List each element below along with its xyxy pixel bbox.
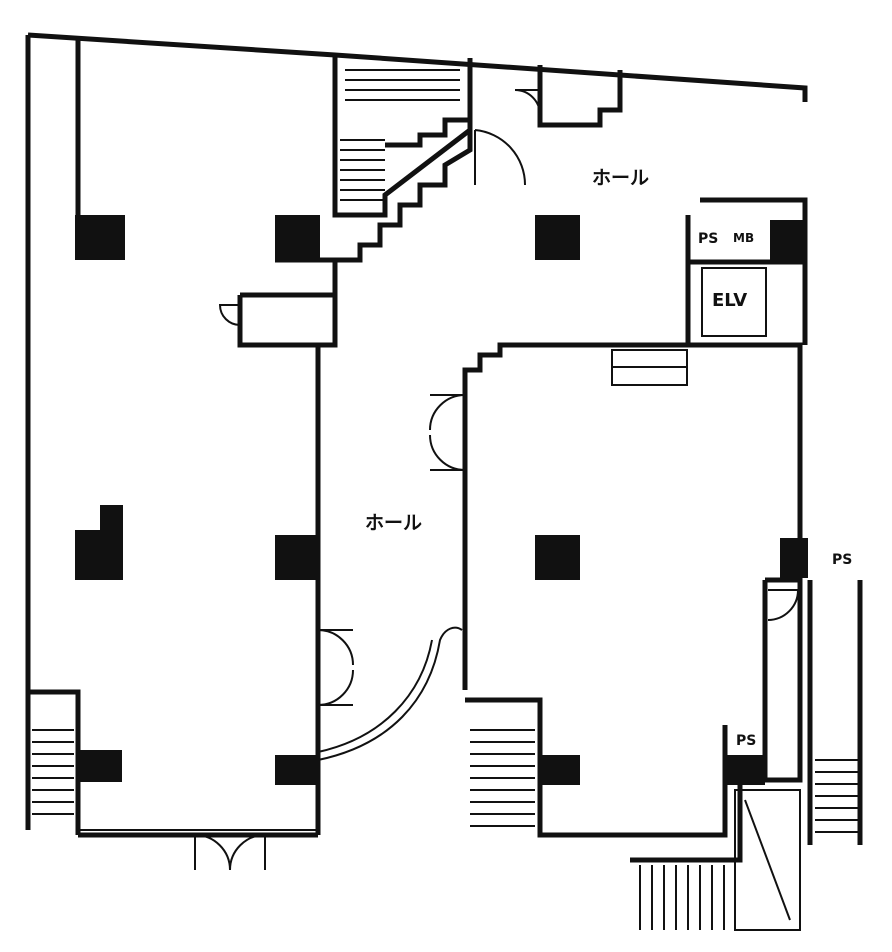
ps-right-label: PS — [830, 552, 855, 568]
elevator-car — [701, 267, 767, 337]
door-left-unit — [317, 629, 354, 706]
column — [275, 755, 320, 785]
hall-upper-label: ホール — [592, 167, 650, 189]
column — [780, 538, 808, 578]
door-right-unit — [429, 394, 466, 471]
hall-center-label: ホール — [365, 512, 423, 534]
right-unit-wall — [462, 342, 803, 690]
ps-upper-label: PS — [698, 231, 719, 247]
stair-zigzag — [385, 117, 470, 148]
right-unit-bottom-wall — [465, 697, 728, 838]
stair-bottom — [639, 789, 801, 931]
toilet-wall — [237, 292, 338, 348]
door-entrance-left — [194, 834, 266, 871]
column — [770, 220, 805, 260]
left-stair-wall — [28, 689, 81, 835]
stair-right-unit — [470, 729, 535, 827]
elevator-label: ELV — [712, 290, 748, 311]
outer-top-wall — [27, 32, 808, 102]
bottom-stair-wall — [630, 785, 743, 863]
curved-wall — [317, 626, 463, 761]
column — [80, 750, 122, 782]
door-stair — [474, 129, 527, 186]
column — [275, 535, 320, 580]
column — [75, 530, 123, 580]
door-toilet — [218, 304, 241, 326]
door-niche — [514, 89, 541, 116]
curved-wall-inner — [317, 639, 433, 753]
stair-exit — [815, 759, 858, 833]
stair-left — [32, 729, 74, 815]
column — [725, 755, 765, 785]
column — [535, 215, 580, 260]
column — [100, 505, 123, 535]
right-side-wall — [762, 577, 803, 783]
column — [75, 215, 125, 260]
mb-upper-label: MB — [733, 231, 755, 245]
ps-mb-wall — [700, 197, 808, 345]
stair-zigzag-lower — [335, 130, 473, 263]
stair-upper — [340, 69, 460, 201]
column — [540, 755, 580, 785]
ps-lower-label: PS — [736, 733, 757, 749]
door-side — [767, 589, 800, 621]
column — [535, 535, 580, 580]
toilet-upper — [275, 257, 338, 295]
column — [275, 215, 320, 260]
